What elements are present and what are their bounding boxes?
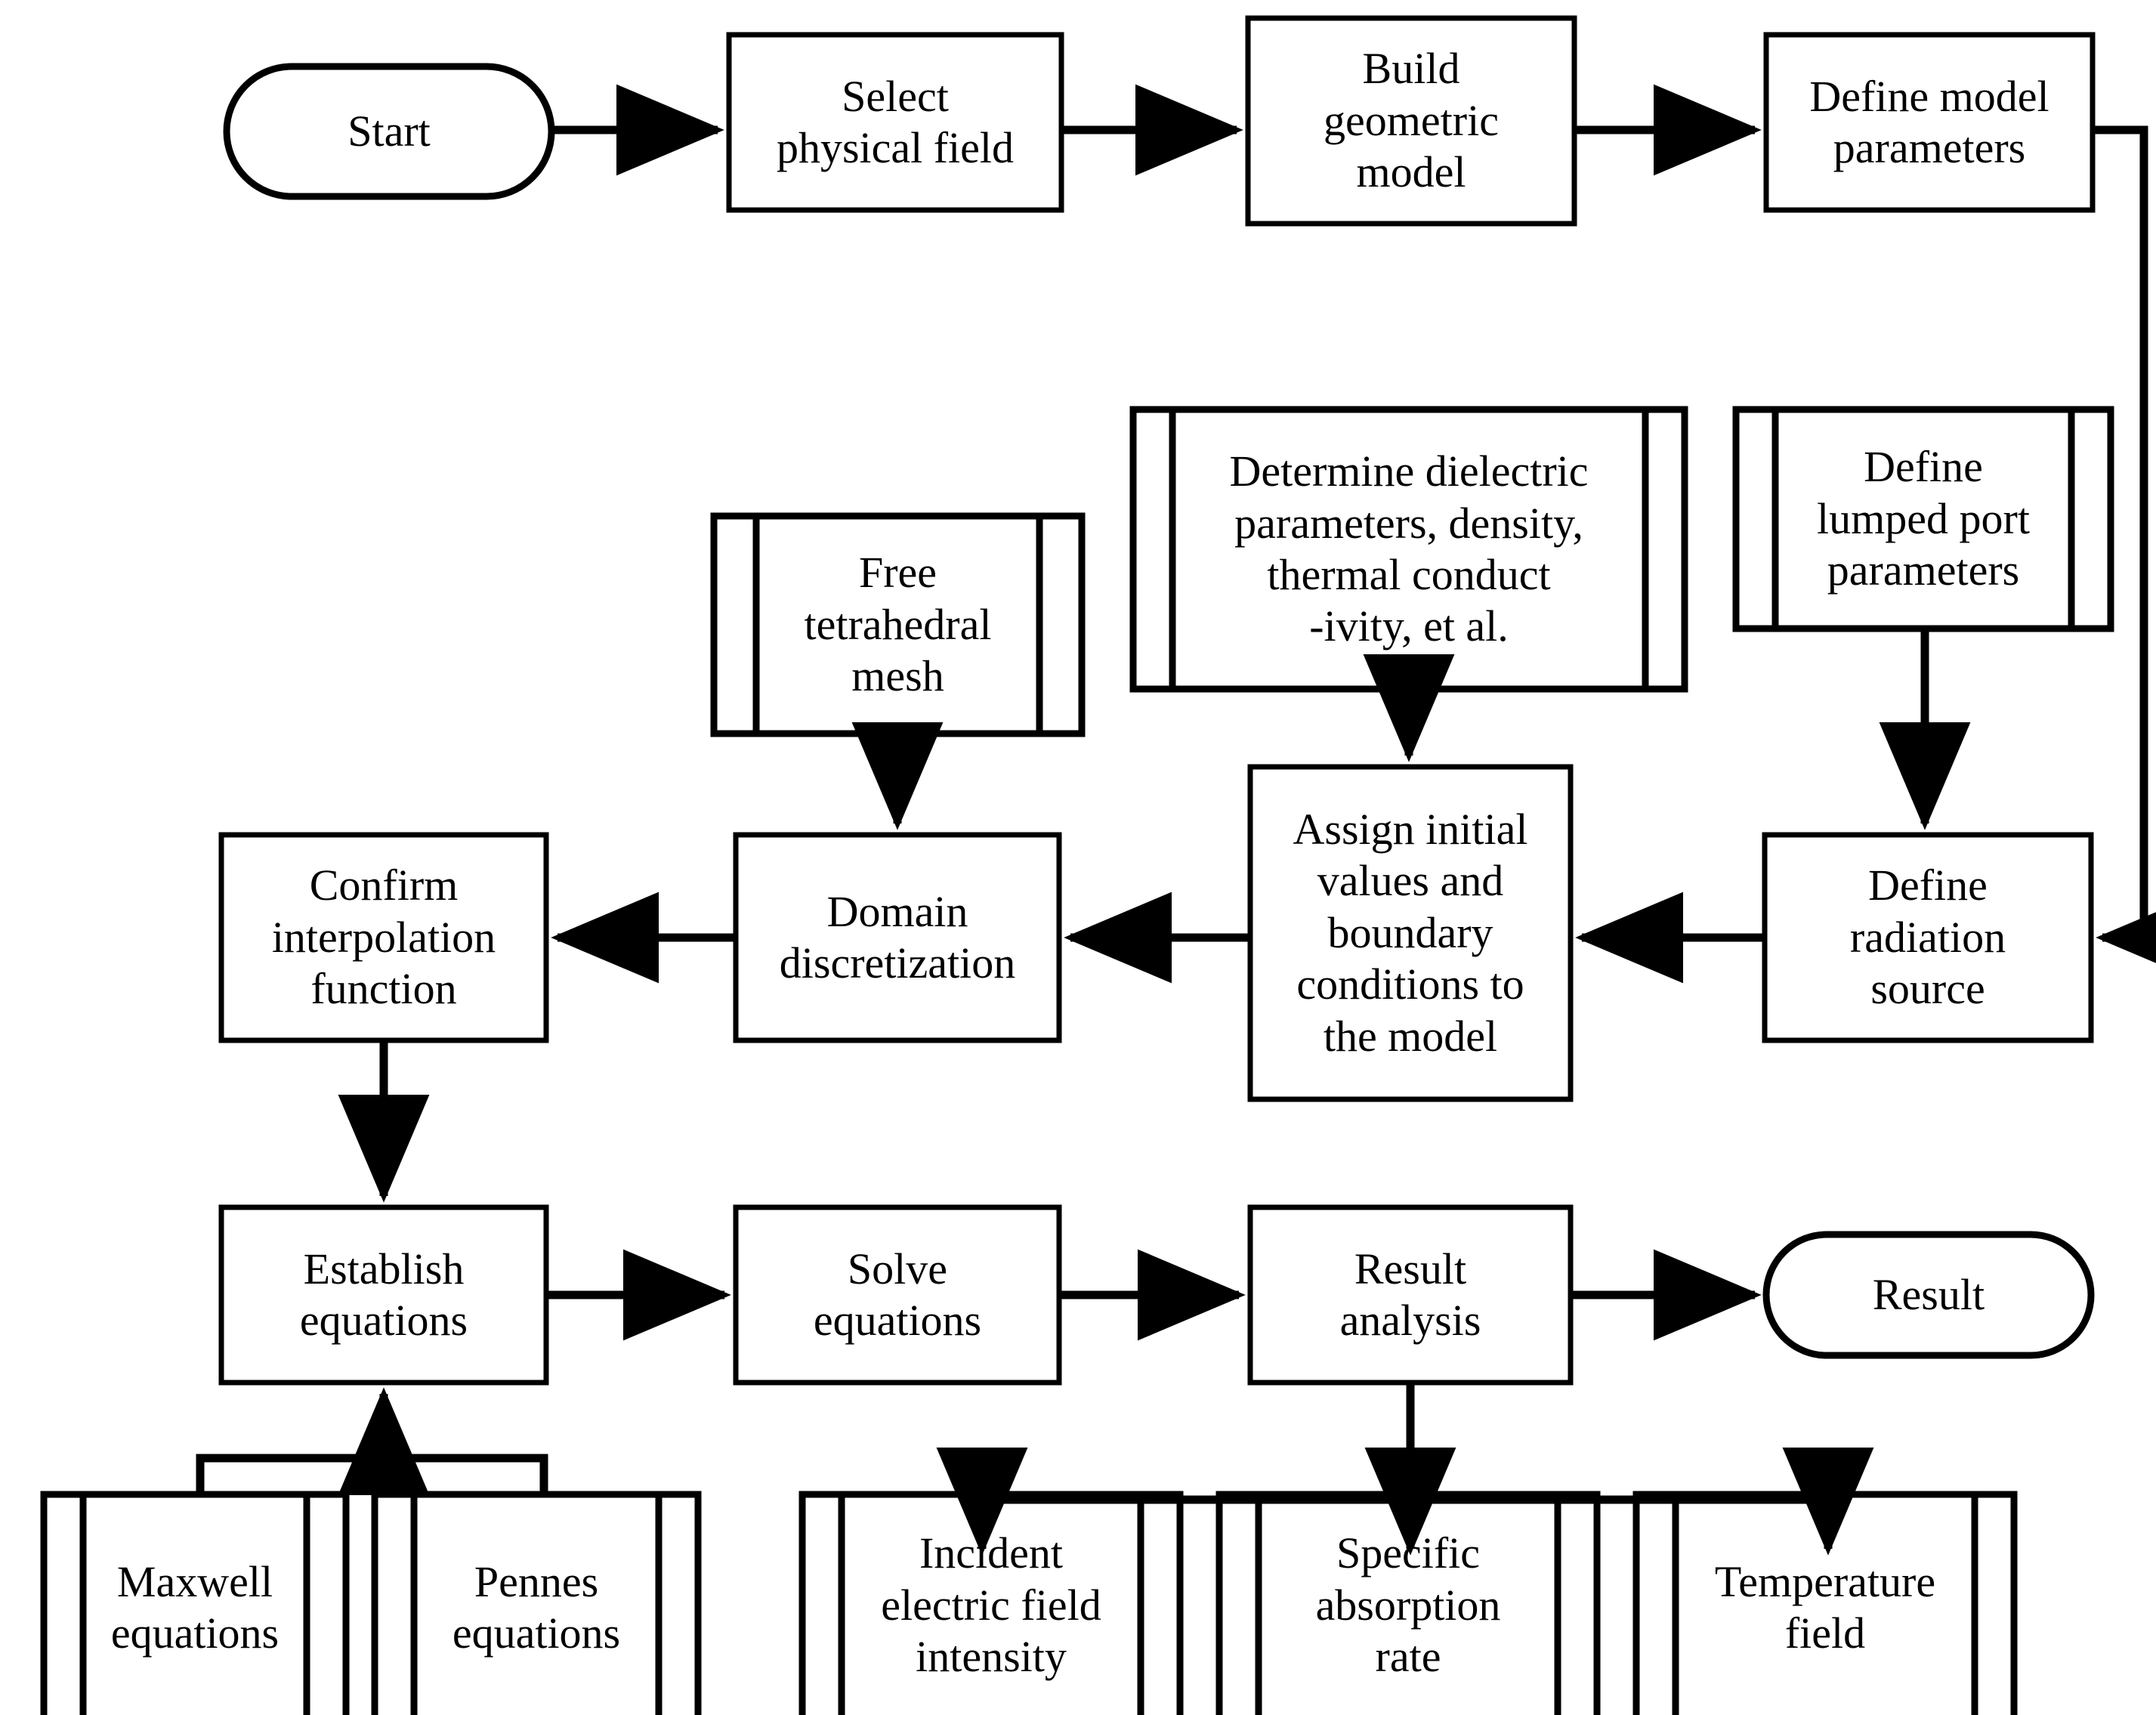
node-shape-build-model[interactable] bbox=[1245, 15, 1577, 227]
edge-result-temp bbox=[1410, 1447, 1874, 1556]
edge-define-radiation bbox=[2093, 125, 2156, 984]
edge-result-incident bbox=[936, 1447, 1410, 1556]
node-shape-start[interactable] bbox=[223, 63, 555, 200]
node-shape-incident-e[interactable] bbox=[798, 1491, 1184, 1715]
node-shape-pennes[interactable] bbox=[371, 1491, 702, 1715]
node-shape-establish-eq[interactable] bbox=[218, 1204, 549, 1386]
node-shape-dielectric[interactable] bbox=[1129, 406, 1688, 693]
node-shape-define-params[interactable] bbox=[1763, 32, 2096, 213]
edge-maxwell-establish bbox=[196, 1454, 544, 1494]
node-shape-assign-bc[interactable] bbox=[1247, 764, 1574, 1102]
node-shape-lumped-port[interactable] bbox=[1732, 406, 2114, 632]
node-shape-free-mesh[interactable] bbox=[710, 512, 1086, 737]
node-shape-solve-eq[interactable] bbox=[733, 1204, 1062, 1386]
node-shape-radiation[interactable] bbox=[1762, 832, 2094, 1043]
node-shape-result-anl[interactable] bbox=[1247, 1204, 1574, 1386]
node-shape-select-field[interactable] bbox=[726, 32, 1064, 213]
edge-pennes-establish bbox=[338, 1387, 548, 1496]
node-shape-result[interactable] bbox=[1762, 1231, 2095, 1359]
node-shape-interp-func[interactable] bbox=[218, 832, 549, 1043]
node-shape-domain-disc[interactable] bbox=[733, 832, 1062, 1043]
node-shape-maxwell[interactable] bbox=[40, 1491, 350, 1715]
